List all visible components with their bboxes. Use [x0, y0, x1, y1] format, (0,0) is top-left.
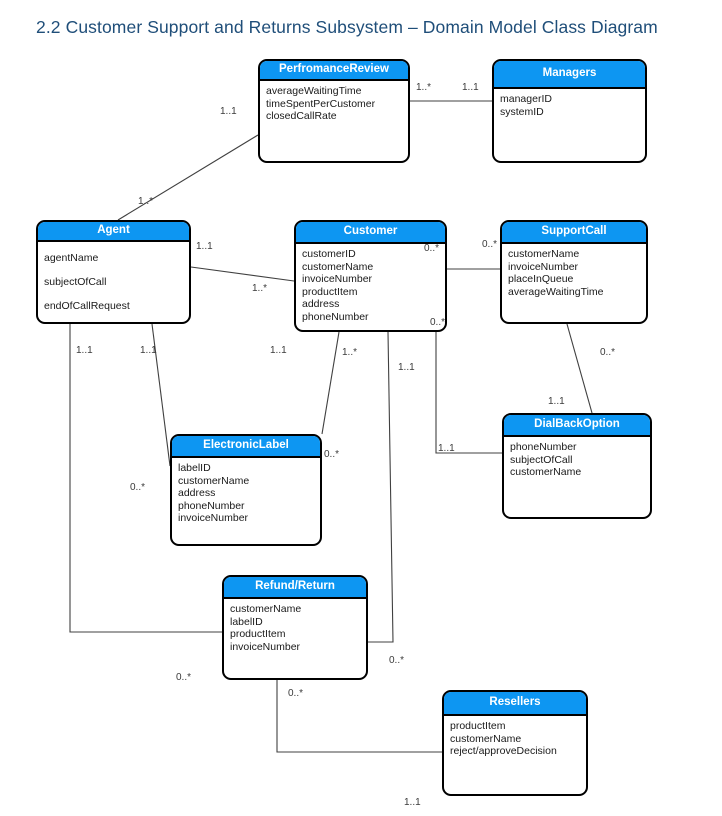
attribute: invoiceNumber: [230, 640, 301, 653]
attribute: subjectOfCall: [510, 453, 573, 466]
class-name-support-call: SupportCall: [502, 222, 646, 244]
attribute: invoiceNumber: [302, 273, 373, 286]
attribute: customerName: [230, 603, 302, 615]
attribute: phoneNumber: [178, 499, 245, 512]
class-name-resellers: Resellers: [444, 692, 586, 716]
attribute: customerName: [178, 474, 250, 487]
class-attributes-agent: agentName subjectOfCall endOfCallRequest: [38, 242, 189, 318]
link-agent-customer: [190, 266, 295, 282]
class-name-performance-review: PerfromanceReview: [260, 61, 408, 81]
multiplicity-m-agent-perf: 1..*: [138, 196, 154, 207]
link-customer-refundreturn: [368, 331, 394, 643]
attribute: agentName: [44, 252, 99, 264]
multiplicity-m-perf-managers-l: 1..*: [416, 82, 432, 93]
class-name-refund-return: Refund/Return: [224, 577, 366, 599]
class-name-customer: Customer: [296, 222, 445, 244]
multiplicity-m-refund-customer: 0..*: [389, 655, 405, 666]
attribute: systemID: [500, 105, 544, 118]
attribute: productItem: [450, 720, 506, 732]
multiplicity-m-customer-agent: 1..*: [252, 283, 268, 294]
attribute: phoneNumber: [302, 310, 369, 323]
multiplicity-m-customer-support: 0..*: [424, 243, 440, 254]
multiplicity-m-refund-agent: 0..*: [176, 672, 192, 683]
multiplicity-m-dialback-customer: 1..1: [438, 443, 455, 454]
multiplicity-m-support-dialback: 0..*: [600, 347, 616, 358]
multiplicity-m-dialback-support: 1..1: [548, 396, 565, 407]
multiplicity-m-label-customer: 0..*: [324, 449, 340, 460]
attribute: labelID: [230, 615, 263, 628]
link-customer-dialback: [435, 332, 502, 454]
attribute: address: [302, 298, 340, 311]
multiplicity-m-agent-refund: 1..1: [76, 345, 93, 356]
multiplicity-m-support-customer: 0..*: [482, 239, 498, 250]
multiplicity-m-refund-resellers: 0..*: [288, 688, 304, 699]
multiplicity-m-agent-label: 1..1: [140, 345, 157, 356]
multiplicity-m-agent-customer: 1..1: [196, 241, 213, 252]
multiplicity-m-customer-elabel: 1..*: [342, 347, 358, 358]
attribute: reject/approveDecision: [450, 745, 557, 758]
attribute: productItem: [230, 628, 286, 641]
attribute: address: [178, 487, 216, 500]
attribute: managerID: [500, 93, 552, 105]
multiplicity-m-managers-perf-r: 1..1: [462, 82, 479, 93]
multiplicity-m-customer-refund-r: 0..*: [430, 317, 446, 328]
class-name-managers: Managers: [494, 61, 645, 89]
class-name-agent: Agent: [38, 222, 189, 242]
multiplicity-m-perf-agent: 1..1: [220, 106, 237, 117]
attribute: closedCallRate: [266, 110, 337, 123]
link-supportcall-dialback: [566, 323, 593, 414]
attribute: phoneNumber: [510, 441, 577, 453]
attribute: labelID: [178, 462, 211, 474]
attribute: averageWaitingTime: [266, 85, 362, 97]
attribute: averageWaitingTime: [508, 285, 604, 298]
class-name-dial-back-option: DialBackOption: [504, 415, 650, 437]
attribute: subjectOfCall: [44, 276, 107, 288]
attribute: customerName: [302, 260, 374, 273]
attribute: placeInQueue: [508, 273, 574, 286]
link-agent-perfreview: [117, 134, 259, 221]
class-name-electronic-label: ElectronicLabel: [172, 436, 320, 458]
multiplicity-m-resellers-refund: 1..1: [404, 797, 421, 808]
attribute: invoiceNumber: [178, 512, 249, 525]
class-box-agent[interactable]: Agent agentName subjectOfCall endOfCallRequ…: [36, 220, 191, 324]
attribute: productItem: [302, 285, 358, 298]
attribute: customerName: [450, 732, 522, 745]
attribute: endOfCallRequest: [44, 300, 130, 312]
attribute: customerName: [508, 248, 580, 260]
multiplicity-m-label-agent: 0..*: [130, 482, 146, 493]
attribute: customerName: [510, 466, 582, 479]
multiplicity-m-customer-refund-b: 1..1: [398, 362, 415, 373]
attribute: invoiceNumber: [508, 260, 579, 273]
attribute: timeSpentPerCustomer: [266, 97, 376, 110]
page-title: 2.2 Customer Support and Returns Subsyst…: [36, 16, 658, 37]
attribute: customerID: [302, 248, 356, 260]
link-customer-electroniclabel: [321, 331, 340, 435]
multiplicity-m-customer-label: 1..1: [270, 345, 287, 356]
